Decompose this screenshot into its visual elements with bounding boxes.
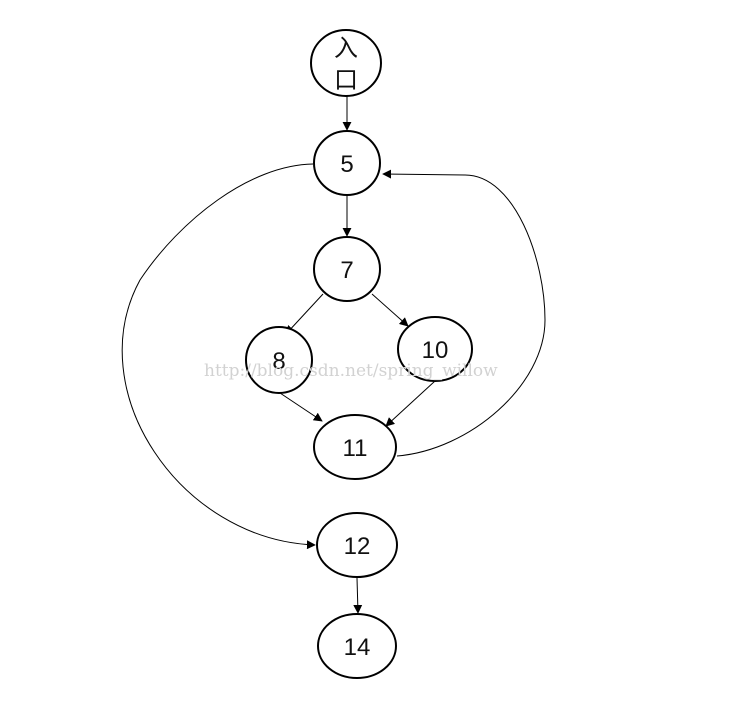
edge-7-to-8 (285, 293, 324, 335)
edge-11-to-5-loop (382, 169, 546, 457)
node-11: 11 (313, 414, 397, 480)
node-entry: 入 口 (310, 29, 382, 97)
node-10-label: 10 (422, 337, 449, 364)
edge-5-to-12-loop (121, 163, 316, 550)
node-14-label: 14 (344, 634, 371, 661)
node-entry-label-top: 入 (334, 35, 358, 62)
edge-12-to-14 (353, 577, 363, 614)
node-14: 14 (317, 613, 397, 679)
node-8-label: 8 (272, 348, 285, 375)
edge-10-to-11 (385, 380, 436, 427)
edge-8-to-11 (279, 392, 323, 422)
node-7: 7 (313, 236, 381, 302)
watermark-text: http://blog.csdn.net/spring_willow (204, 361, 498, 381)
node-entry-label-bottom: 口 (334, 67, 358, 94)
node-12: 12 (316, 512, 398, 578)
node-5: 5 (313, 130, 381, 196)
node-11-label: 11 (343, 435, 368, 462)
edge-7-to-10 (371, 293, 409, 327)
node-5-label: 5 (340, 151, 353, 178)
node-12-label: 12 (344, 533, 371, 560)
node-7-label: 7 (340, 257, 353, 284)
node-8: 8 (245, 326, 313, 394)
node-10: 10 (397, 316, 473, 382)
